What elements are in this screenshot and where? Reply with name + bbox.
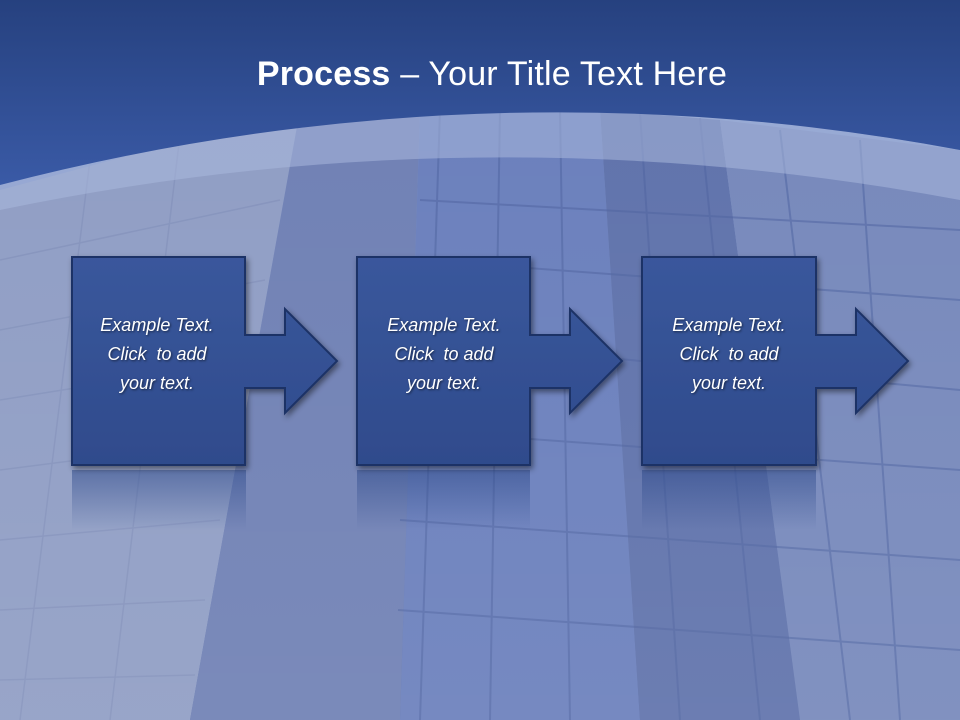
title-rest: – Your Title Text Here bbox=[390, 55, 728, 93]
step-shape-1[interactable] bbox=[71, 256, 339, 466]
step-text-1[interactable]: Example Text. Click to add your text. bbox=[70, 311, 244, 398]
step-2-line-1: Example Text. bbox=[387, 315, 501, 335]
step-1-line-3: your text. bbox=[119, 373, 195, 393]
step-1-line-1: Example Text. bbox=[100, 315, 214, 335]
step-3-line-2: Click to add bbox=[679, 344, 779, 364]
step-2-line-2: Click to add bbox=[394, 344, 494, 364]
step-2-line-3: your text. bbox=[406, 373, 482, 393]
step-shape-2[interactable] bbox=[356, 256, 624, 466]
step-3-line-1: Example Text. bbox=[672, 315, 786, 335]
step-1-line-2: Click to add bbox=[107, 344, 207, 364]
step-text-3[interactable]: Example Text. Click to add your text. bbox=[642, 311, 816, 398]
step-3-line-3: your text. bbox=[691, 373, 767, 393]
step-shape-3[interactable] bbox=[641, 256, 910, 466]
title-bold: Process bbox=[256, 55, 391, 93]
step-reflections bbox=[72, 470, 816, 530]
step-text-2[interactable]: Example Text. Click to add your text. bbox=[357, 311, 531, 398]
page-title: Process – Your Title Text Here bbox=[0, 52, 960, 96]
